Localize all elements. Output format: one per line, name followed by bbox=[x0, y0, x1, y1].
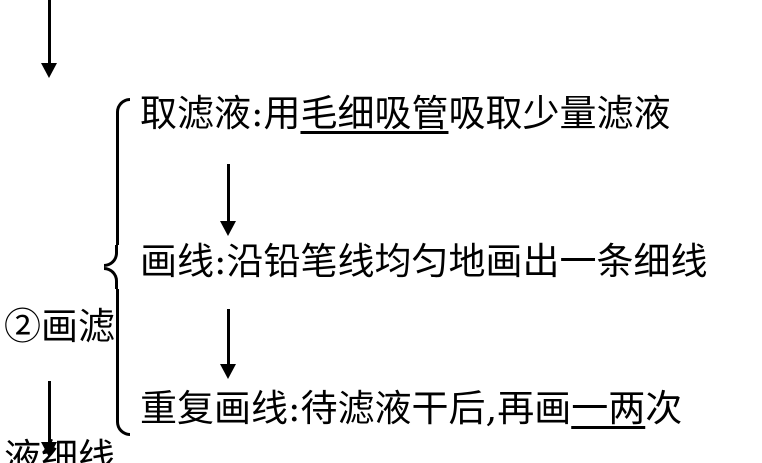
step-draw-line: 画线:沿铅笔线均匀地画出一条细线 bbox=[140, 243, 707, 280]
step-1-suffix: 吸取少量滤液 bbox=[448, 92, 671, 135]
step-1-prefix: 取滤液:用 bbox=[140, 92, 301, 135]
step-3-prefix: 重复画线:待滤液干后,再画 bbox=[140, 387, 572, 430]
step-1-underlined-term: 毛细吸管 bbox=[300, 92, 449, 135]
stage-label-line-2: 液细线 bbox=[4, 436, 115, 463]
curly-brace-group bbox=[104, 98, 130, 436]
stage-label-draw-filtrate-line: ②画滤 液细线 bbox=[4, 218, 115, 463]
step-3-underlined-term: 一两 bbox=[571, 387, 646, 430]
step-take-filtrate: 取滤液:用毛细吸管吸取少量滤液 bbox=[140, 95, 670, 132]
step-2-prefix: 画线:沿铅笔线均匀地画出一条细线 bbox=[140, 240, 708, 283]
stage-label-line-1: ②画滤 bbox=[4, 305, 115, 349]
step-3-suffix: 次 bbox=[645, 387, 683, 430]
step-repeat-draw-line: 重复画线:待滤液干后,再画一两次 bbox=[140, 390, 682, 427]
